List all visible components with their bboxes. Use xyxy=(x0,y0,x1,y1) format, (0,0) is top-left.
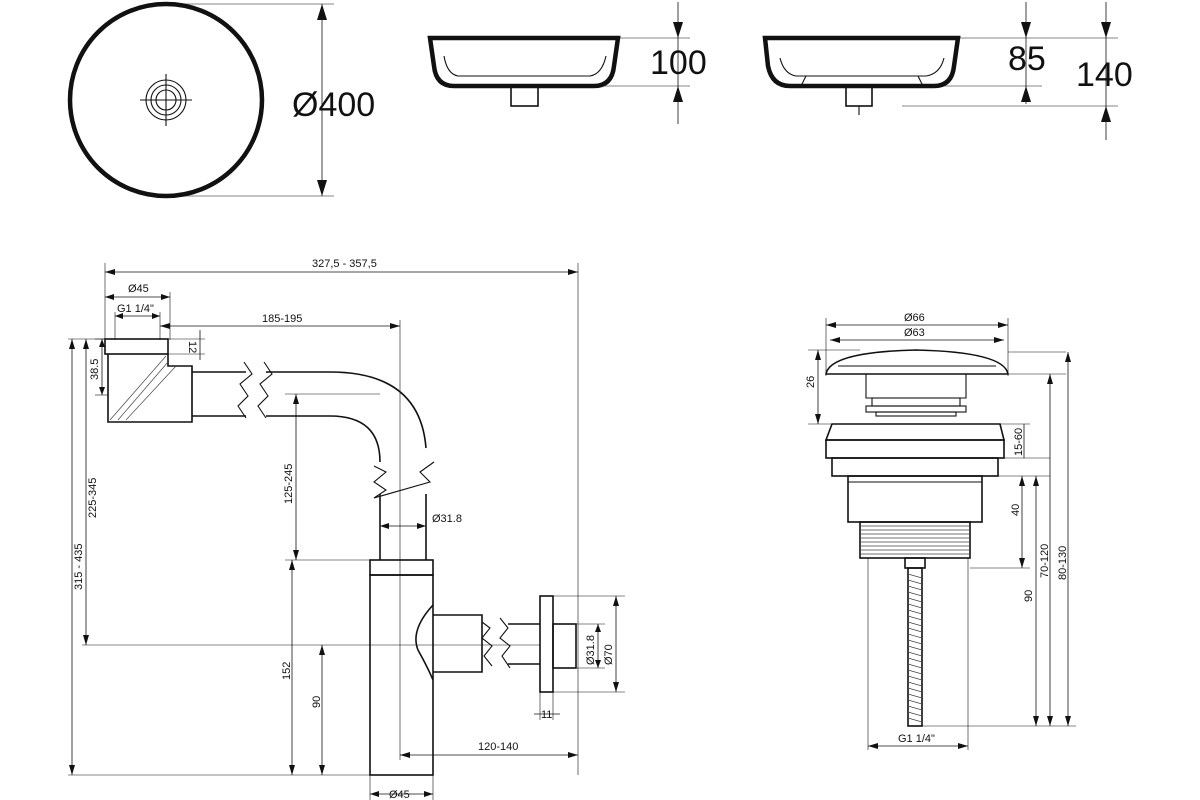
outlet-pipe-diameter-label: Ø31.8 xyxy=(585,635,597,665)
range-80-130-label: 80-130 xyxy=(1057,546,1069,580)
basin-plan-view: Ø400 xyxy=(67,1,375,199)
inlet-height-label: 38.5 xyxy=(89,359,101,380)
height-40-label: 40 xyxy=(1010,504,1022,516)
plan-diameter-label: Ø400 xyxy=(292,86,375,124)
basin-a-outline xyxy=(427,35,621,89)
section-b-height-label: 85 xyxy=(1008,40,1046,78)
basin-section-a: 100 xyxy=(427,2,707,124)
flange-diameter-label: Ø70 xyxy=(603,644,615,665)
section-b-total-height-label: 140 xyxy=(1076,56,1133,94)
left-range-b-label: 315 - 435 xyxy=(73,544,85,590)
inlet-top-label: 12 xyxy=(186,341,198,353)
inlet-diameter-label: Ø45 xyxy=(128,283,149,295)
section-a-height-label: 100 xyxy=(650,44,707,82)
drain-valve-drawing: Ø66 Ø63 26 xyxy=(805,312,1076,750)
vertical-range-label: 125-245 xyxy=(283,464,295,504)
basin-b-drain xyxy=(845,85,873,107)
pipe-diameter-label: Ø31.8 xyxy=(432,513,462,525)
flange-thickness-label: 11 xyxy=(541,709,552,721)
height-152-label: 152 xyxy=(281,662,293,680)
height-90-label: 90 xyxy=(311,696,323,708)
drain-thread-label: G1 1/4" xyxy=(898,733,935,745)
basin-a-drain xyxy=(510,85,539,107)
cap-diameter-label: Ø66 xyxy=(904,312,925,324)
inlet-length-label: 185-195 xyxy=(262,313,302,325)
drain-cap xyxy=(825,349,1009,375)
body-diameter-label: Ø45 xyxy=(389,789,410,800)
cap-inner-diameter-label: Ø63 xyxy=(904,327,925,339)
left-range-a-label: 225-345 xyxy=(87,478,99,518)
range-15-60-label: 15-60 xyxy=(1013,428,1025,456)
basin-section-b: 85 140 xyxy=(762,2,1133,140)
siphon-drawing: 327,5 - 357,5 Ø45 G1 1/4" 185-195 12 38.… xyxy=(68,258,625,800)
height-90-drain-label: 90 xyxy=(1023,590,1035,602)
range-70-120-label: 70-120 xyxy=(1039,544,1051,578)
outlet-length-label: 120-140 xyxy=(478,741,518,753)
cap-height-label: 26 xyxy=(805,376,817,388)
basin-b-outline xyxy=(762,35,961,89)
overall-width-label: 327,5 - 357,5 xyxy=(312,258,377,270)
inlet-thread-label: G1 1/4" xyxy=(117,303,154,315)
